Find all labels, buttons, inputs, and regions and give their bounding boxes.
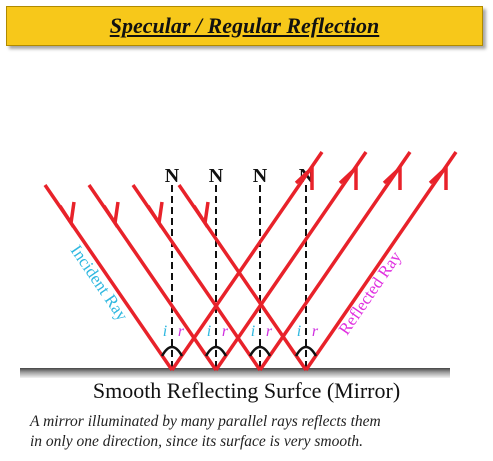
normal-label-3: N — [253, 165, 268, 187]
reflected-ray-1 — [170, 151, 324, 371]
angle-arc-2 — [204, 345, 228, 357]
title-banner: Specular / Regular Reflection — [6, 6, 483, 46]
reflected-arrowhead-3 — [382, 163, 402, 190]
reflected-arrowhead-2 — [338, 163, 358, 190]
reflected-arrowhead-1 — [294, 163, 314, 190]
angle-arc-1 — [160, 345, 184, 357]
incident-ray-label: Incident Ray — [67, 242, 132, 325]
normal-label-1: N — [165, 165, 180, 187]
angle-r-label-4: r — [312, 323, 319, 340]
caption-line-1: A mirror illuminated by many parallel ra… — [30, 413, 381, 430]
mirror-surface — [20, 368, 450, 378]
incident-arrowhead-2 — [102, 201, 120, 228]
reflected-ray-3 — [258, 151, 412, 371]
surface-label: Smooth Reflecting Surfce (Mirror) — [92, 378, 401, 403]
caption: A mirror illuminated by many parallel ra… — [30, 412, 490, 452]
incident-arrowhead-3 — [146, 201, 164, 228]
incident-arrowhead-1 — [58, 201, 76, 228]
angle-i-label-4: i — [297, 323, 301, 340]
title: Specular / Regular Reflection — [109, 13, 380, 38]
incident-arrowhead-4 — [192, 201, 210, 228]
reflected-ray-2 — [214, 151, 368, 371]
angle-r-label-3: r — [266, 323, 273, 340]
angle-r-label-1: r — [178, 323, 185, 340]
reflected-ray-4 — [304, 151, 458, 371]
caption-line-2: in only one direction, since its surface… — [30, 433, 364, 450]
angle-arc-4 — [294, 345, 318, 357]
angle-i-label-1: i — [163, 323, 167, 340]
angle-i-label-2: i — [207, 323, 211, 340]
angle-r-label-2: r — [222, 323, 229, 340]
reflected-arrowhead-4 — [428, 163, 448, 190]
reflected-ray-label: Reflected Ray — [335, 247, 406, 338]
angle-i-label-3: i — [251, 323, 255, 340]
normal-label-2: N — [209, 165, 224, 187]
angle-arc-3 — [248, 345, 272, 357]
